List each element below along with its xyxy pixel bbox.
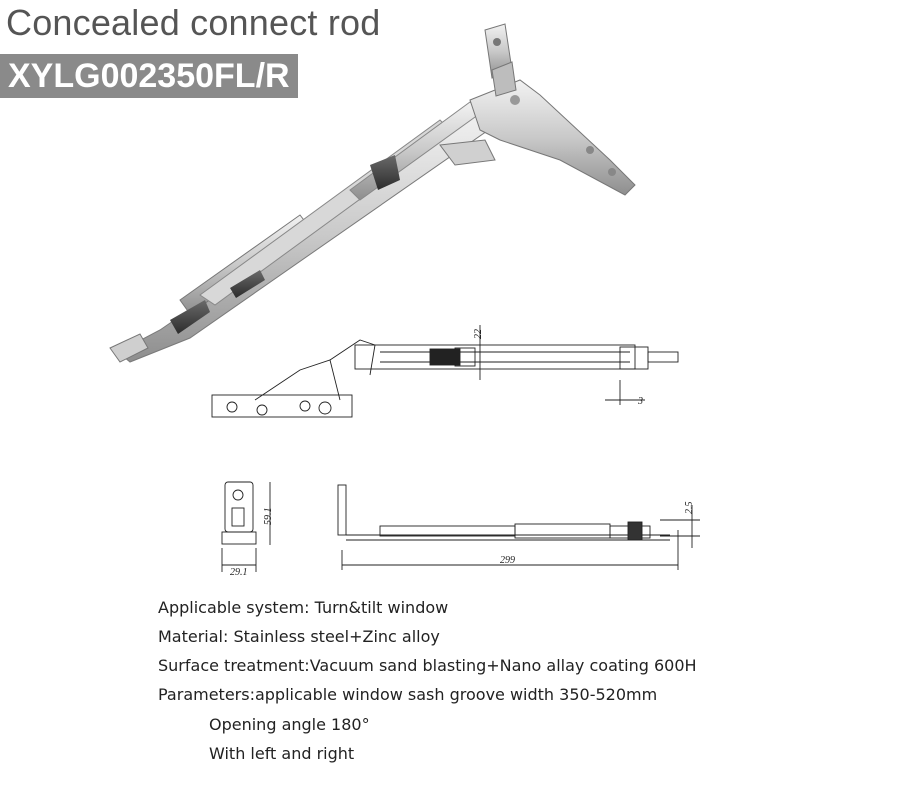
dimension-299: 299 [500, 555, 515, 566]
dimension-59-1: 59.1 [263, 508, 274, 526]
spec-parameters: Parameters:applicable window sash groove… [158, 685, 658, 704]
side-view-drawing [211, 325, 679, 418]
top-view-drawing [337, 484, 700, 570]
dimension-2-5: 2.5 [684, 502, 695, 515]
dimension-22: 22 [473, 329, 484, 339]
spec-material: Material: Stainless steel+Zinc alloy [158, 627, 440, 646]
end-view-drawing [221, 481, 271, 572]
product-code-badge: XYLG002350FL/R [0, 54, 298, 98]
connect-rod-render [109, 23, 636, 363]
dimension-29-1: 29.1 [230, 567, 248, 578]
dimension-3: 3 [637, 396, 643, 407]
spec-applicable-system: Applicable system: Turn&tilt window [158, 598, 449, 617]
spec-handedness: With left and right [209, 744, 355, 763]
spec-opening-angle: Opening angle 180° [209, 715, 370, 734]
spec-surface-treatment: Surface treatment:Vacuum sand blasting+N… [158, 656, 697, 675]
product-title: Concealed connect rod [6, 2, 381, 43]
